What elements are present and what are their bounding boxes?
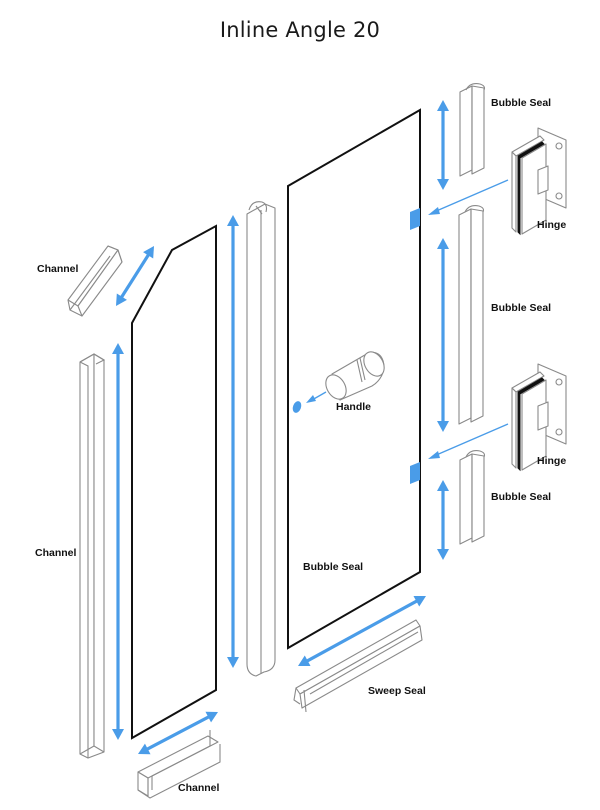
arrow-head-start	[227, 215, 239, 226]
handle-part	[325, 351, 385, 401]
arrow-bubble-seal-top	[437, 100, 449, 190]
arrow-channel-bottom	[138, 711, 218, 755]
label-channel-top: Channel	[37, 263, 79, 275]
arrow-head-end	[138, 743, 151, 755]
hinge-bottom-part	[511, 363, 567, 472]
channel-bottom-part	[137, 730, 221, 799]
label-channel-bottom: Channel	[178, 782, 220, 794]
arrow-head-start	[143, 246, 154, 259]
sweep-seal-part	[293, 619, 423, 713]
arrow-head-start	[437, 238, 449, 249]
handle-hole-marker	[292, 401, 302, 413]
hinge-top-part	[511, 127, 567, 236]
arrow-head-start	[413, 596, 426, 607]
arrow-head-end	[298, 655, 311, 666]
hinge-position-marker-bottom	[410, 462, 420, 484]
label-hinge-bottom: Hinge	[537, 455, 566, 467]
label-sweep-seal: Sweep Seal	[368, 685, 426, 697]
arrow-channel-left	[112, 343, 124, 740]
arrow-channel-top	[116, 246, 154, 306]
arrow-head-end	[116, 293, 127, 306]
arrow-shaft	[305, 598, 419, 664]
label-bubble-seal-door: Bubble Seal	[303, 561, 363, 573]
arrow-shaft	[119, 252, 151, 300]
bubble-seal-door-part	[246, 201, 276, 677]
hinge-bottom-arrow	[428, 423, 509, 459]
hinge-top-arrow	[428, 179, 509, 215]
channel-top-part	[67, 245, 123, 317]
arrow-head-start	[205, 711, 218, 723]
arrow-head-start	[437, 480, 449, 491]
label-hinge-top: Hinge	[537, 219, 566, 231]
hinge-position-marker-top	[410, 208, 420, 230]
label-bubble-seal-mid: Bubble Seal	[491, 302, 551, 314]
label-bubble-seal-lower: Bubble Seal	[491, 491, 551, 503]
label-bubble-seal-top: Bubble Seal	[491, 97, 551, 109]
label-channel-left: Channel	[35, 547, 77, 559]
arrow-bubble-seal-mid	[437, 238, 449, 432]
diagram-title: Inline Angle 20	[219, 18, 381, 42]
arrow-bubble-seal-door	[227, 215, 239, 668]
arrow-bubble-seal-lower	[437, 480, 449, 560]
arrow-head-start	[112, 343, 124, 354]
arrow-sweep-seal	[298, 596, 426, 666]
bubble-seal-lower-part	[459, 450, 486, 545]
arrow-head-end	[112, 729, 124, 740]
channel-left-part	[79, 353, 106, 759]
label-handle: Handle	[336, 401, 371, 413]
fixed-glass-panel	[131, 224, 217, 740]
handle-arrow	[306, 391, 327, 403]
bubble-seal-top-part	[459, 83, 486, 177]
arrow-head-end	[227, 657, 239, 668]
arrow-head-end	[437, 179, 449, 190]
arrow-head-end	[437, 421, 449, 432]
bubble-seal-mid-part	[458, 205, 485, 425]
arrow-shaft	[145, 714, 211, 752]
arrow-head-end	[437, 549, 449, 560]
arrow-head-start	[437, 100, 449, 111]
